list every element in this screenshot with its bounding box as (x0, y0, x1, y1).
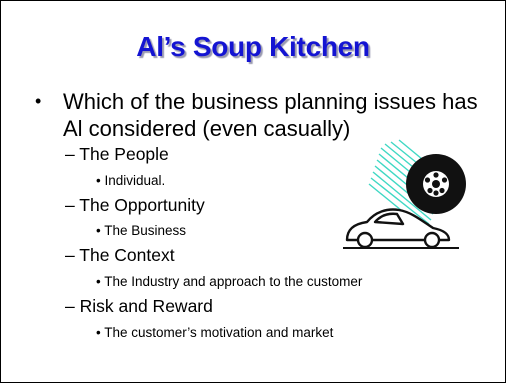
sub-item-label: Risk and Reward (79, 296, 213, 316)
detail-item-opportunity: • The Business (96, 223, 186, 238)
sub-item-opportunity: – The Opportunity (65, 195, 205, 216)
detail-marker: • (96, 274, 101, 289)
main-bullet-text: Which of the business planning issues ha… (63, 89, 478, 141)
sub-item-people: – The People (65, 144, 169, 165)
detail-item-risk-reward: • The customer’s motivation and market (96, 325, 333, 340)
dash-marker: – (65, 195, 75, 215)
detail-marker: • (96, 325, 101, 340)
detail-item-context: • The Industry and approach to the custo… (96, 274, 362, 289)
dash-marker: – (65, 144, 75, 164)
detail-text: The Industry and approach to the custome… (104, 274, 363, 289)
detail-text: Individual. (104, 173, 166, 188)
sub-item-risk-reward: – Risk and Reward (65, 296, 213, 317)
detail-text: The customer’s motivation and market (104, 325, 334, 340)
dash-marker: – (65, 245, 75, 265)
detail-text: The Business (104, 223, 187, 238)
bullet-marker: • (35, 91, 42, 111)
detail-marker: • (96, 173, 101, 188)
detail-item-people: • Individual. (96, 173, 165, 188)
slide-title: Al’s Soup Kitchen (136, 31, 370, 62)
sub-item-label: The People (79, 144, 169, 164)
car-icon (343, 208, 459, 249)
sub-item-label: The Opportunity (79, 195, 205, 215)
dash-marker: – (65, 296, 75, 316)
tire-icon (406, 154, 466, 214)
car-with-tire-icon (343, 139, 466, 249)
sub-item-label: The Context (79, 245, 175, 265)
sub-item-context: – The Context (65, 245, 175, 266)
detail-marker: • (96, 223, 101, 238)
